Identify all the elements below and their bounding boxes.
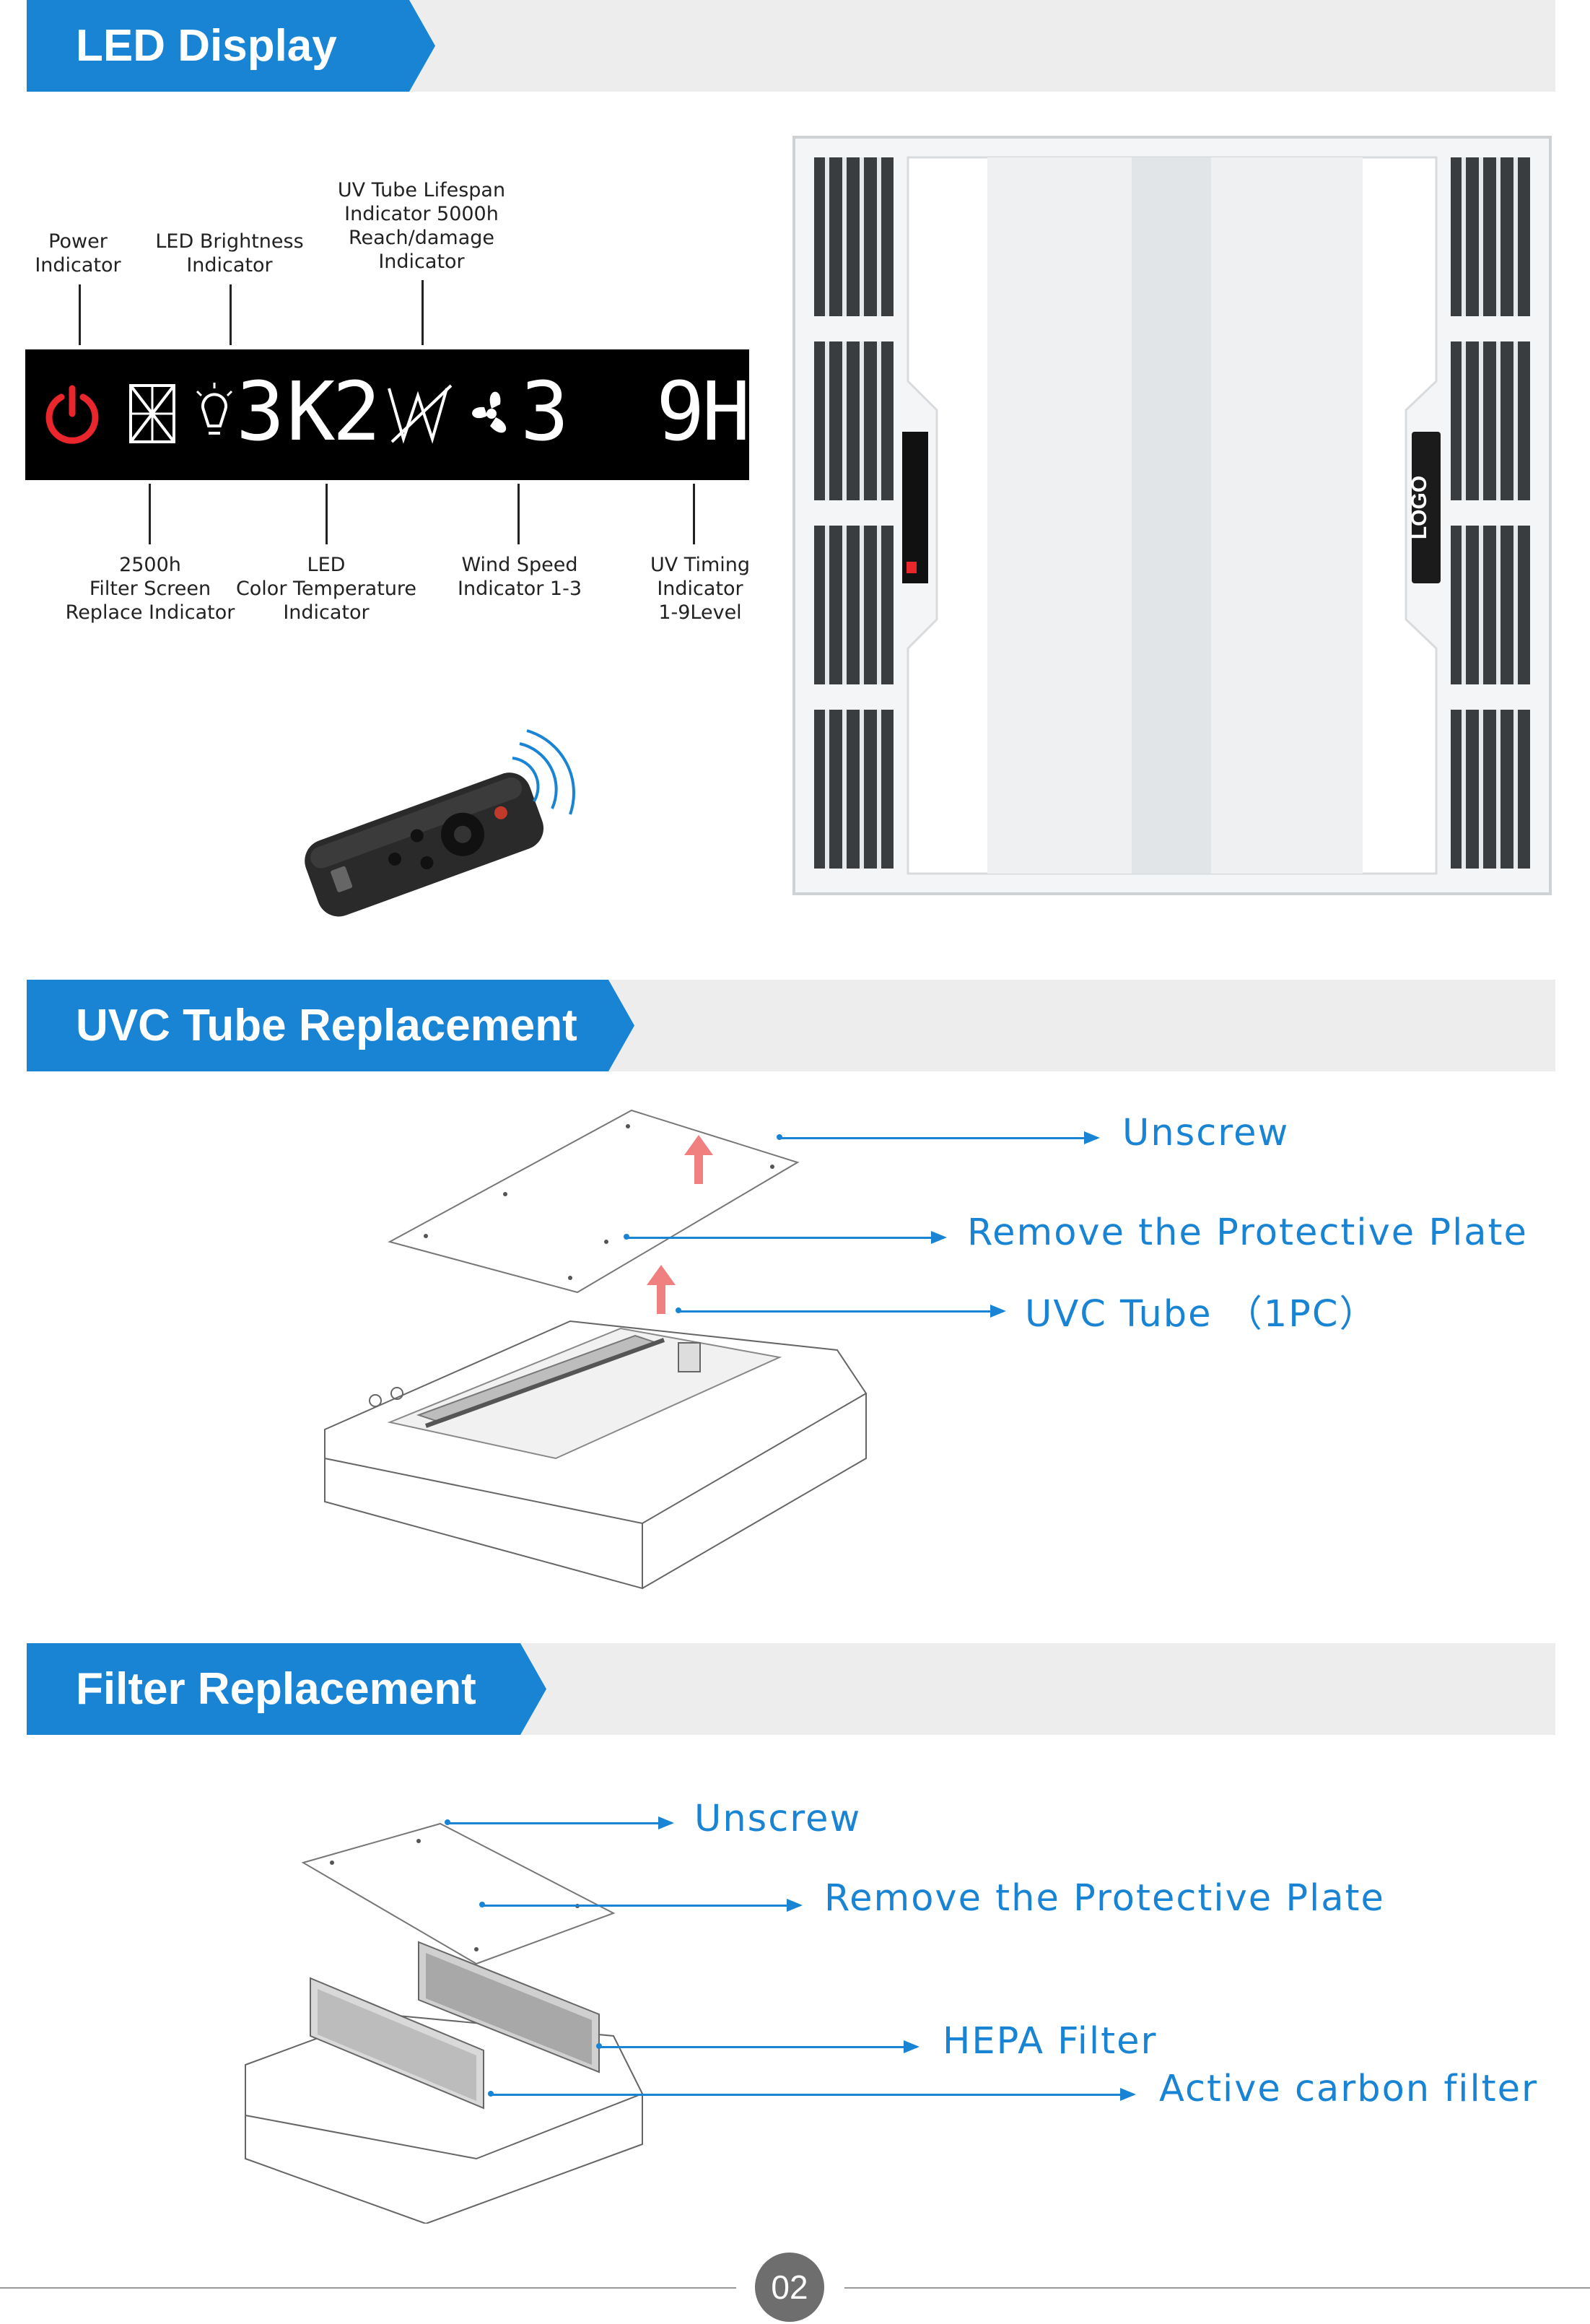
label-led-brightness: LED Brightness Indicator xyxy=(155,230,304,277)
label-uv-lifespan: UV Tube Lifespan Indicator 5000h Reach/d… xyxy=(337,179,506,273)
footer-rule-left xyxy=(0,2287,736,2289)
color-temp-value: K2 xyxy=(287,365,381,459)
uvc-tube-arrow xyxy=(676,1305,1006,1318)
filter-hepa-label: HEPA Filter xyxy=(943,2020,1158,2063)
uvc-remove-plate-label: Remove the Protective Plate xyxy=(967,1211,1528,1254)
uvc-exploded-diagram xyxy=(324,1109,868,1590)
leader-wind xyxy=(517,484,520,544)
label-wind-speed: Wind Speed Indicator 1-3 xyxy=(458,554,582,600)
leader-color-temp xyxy=(326,484,328,544)
wind-speed-value: 3 xyxy=(520,365,569,459)
leader-brightness xyxy=(230,284,232,345)
uv-tube-icon xyxy=(388,384,453,444)
leader-filter xyxy=(149,484,151,544)
led-section-title: LED Display xyxy=(27,0,435,92)
filter-carbon-label: Active carbon filter xyxy=(1159,2068,1538,2110)
label-color-temperature: LED Color Temperature Indicator xyxy=(235,554,417,624)
uv-timing-value: 9H xyxy=(656,365,751,459)
filter-carbon-arrow xyxy=(488,2088,1136,2101)
filter-exploded-diagram xyxy=(245,1822,644,2224)
uvc-unscrew-label: Unscrew xyxy=(1122,1112,1290,1154)
uvc-section-title: UVC Tube Replacement xyxy=(27,980,634,1071)
power-icon xyxy=(45,385,99,444)
brightness-bulb-icon xyxy=(196,383,233,435)
leader-uv-timing xyxy=(693,484,695,544)
page-number-badge: 02 xyxy=(755,2253,824,2322)
filter-hepa-arrow xyxy=(596,2040,920,2053)
footer-rule-right xyxy=(844,2287,1590,2289)
filter-unscrew-label: Unscrew xyxy=(694,1798,862,1840)
product-logo-text: LOGO xyxy=(1407,476,1431,539)
uvc-remove-plate-arrow xyxy=(624,1231,947,1244)
label-power-indicator: Power Indicator xyxy=(35,230,121,277)
filter-section-title: Filter Replacement xyxy=(27,1643,546,1735)
uvc-unscrew-arrow xyxy=(777,1131,1100,1144)
remote-control-image xyxy=(305,729,575,917)
fan-icon xyxy=(472,391,507,433)
page-number: 02 xyxy=(771,2268,808,2306)
brightness-level-value: 3 xyxy=(236,365,284,459)
leader-uv-lifespan xyxy=(421,280,424,345)
leader-power xyxy=(79,284,81,345)
filter-remove-plate-arrow xyxy=(479,1899,803,1912)
led-display-panel: 3 K2 3 9H xyxy=(25,349,751,480)
uvc-tube-label: UVC Tube （1PC） xyxy=(1025,1293,1378,1336)
label-filter-replace: 2500h Filter Screen Replace Indicator xyxy=(65,554,235,624)
label-uv-timing: UV Timing Indicator 1-9Level xyxy=(650,554,751,624)
filter-remove-plate-label: Remove the Protective Plate xyxy=(824,1877,1385,1920)
product-panel-image: LOGO xyxy=(792,136,1552,895)
filter-unscrew-arrow xyxy=(445,1816,674,1829)
filter-screen-icon xyxy=(129,384,175,443)
